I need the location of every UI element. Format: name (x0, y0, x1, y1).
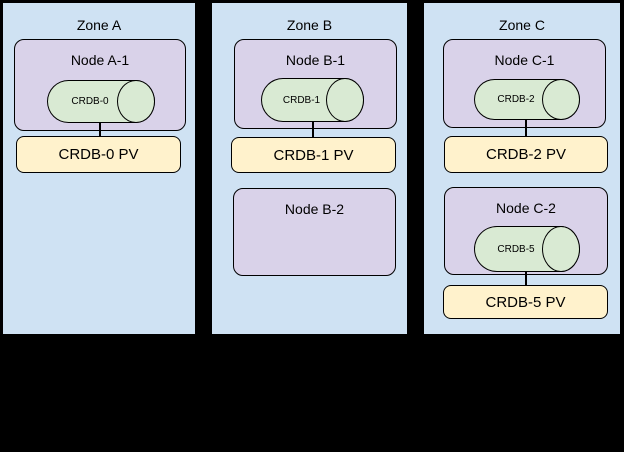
crdb-0-pod-cylinder: CRDB-0 (47, 80, 155, 123)
crdb-1-pv-box: CRDB-1 PV (231, 137, 396, 173)
node-b-1-label: Node B-1 (285, 52, 346, 68)
crdb-5-pod-cylinder: CRDB-5 (474, 226, 580, 272)
node-c-1: Node C-1 CRDB-2 (443, 39, 606, 128)
connector-crdb-2 (525, 119, 527, 136)
cylinder-cap (117, 80, 155, 123)
crdb-1-pv-label: CRDB-1 PV (273, 146, 354, 164)
crdb-1-label: CRDB-1 (282, 94, 321, 106)
crdb-1-pod-cylinder: CRDB-1 (261, 78, 364, 122)
crdb-2-label: CRDB-2 (497, 94, 535, 105)
zone-a-label: Zone A (76, 17, 122, 33)
crdb-2-pv-label: CRDB-2 PV (485, 146, 567, 163)
connector-crdb-5 (525, 271, 527, 285)
zone-c-label: Zone C (499, 17, 545, 33)
zone-a: Zone A Node A-1 CRDB-0 CRDB-0 PV (2, 2, 196, 335)
node-b-1: Node B-1 CRDB-1 (234, 39, 397, 129)
node-b-2: Node B-2 (233, 188, 396, 276)
cylinder-cap (542, 226, 580, 272)
crdb-5-pv-label: CRDB-5 PV (485, 293, 566, 311)
crdb-0-pv-box: CRDB-0 PV (16, 136, 181, 173)
node-c-1-label: Node C-1 (494, 52, 555, 68)
node-a-1: Node A-1 CRDB-0 (14, 39, 186, 131)
node-b-2-label: Node B-2 (284, 201, 345, 217)
zone-b-label: Zone B (286, 17, 333, 33)
crdb-5-label: CRDB-5 (497, 243, 535, 255)
crdb-0-pv-label: CRDB-0 PV (58, 146, 139, 163)
crdb-2-pv-box: CRDB-2 PV (444, 136, 608, 173)
crdb-5-pv-box: CRDB-5 PV (443, 285, 608, 319)
node-c-2-label: Node C-2 (496, 200, 556, 216)
zone-b: Zone B Node B-1 CRDB-1 CRDB-1 PV Node B-… (211, 2, 408, 335)
connector-crdb-1 (312, 121, 314, 137)
connector-crdb-0 (99, 122, 101, 136)
node-c-2: Node C-2 CRDB-5 (444, 187, 608, 275)
zone-c: Zone C Node C-1 CRDB-2 CRDB-2 PV Node C-… (423, 2, 621, 335)
crdb-2-pod-cylinder: CRDB-2 (474, 79, 580, 120)
cylinder-cap (326, 78, 364, 122)
crdb-0-label: CRDB-0 (71, 96, 109, 107)
node-a-1-label: Node A-1 (70, 52, 130, 68)
cylinder-cap (542, 79, 580, 120)
